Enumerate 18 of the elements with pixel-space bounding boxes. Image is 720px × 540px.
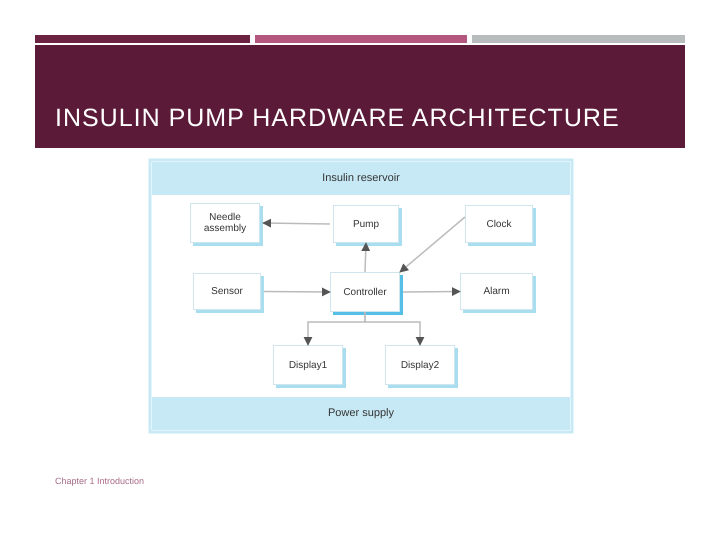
arrow <box>264 287 331 296</box>
band-box: Insulin reservoir <box>152 162 570 195</box>
arrow <box>399 216 466 273</box>
footer-text: Chapter 1 Introduction <box>55 476 144 486</box>
component-box: Display2 <box>385 345 455 385</box>
arrow <box>403 287 461 296</box>
component-box: Pump <box>333 205 399 243</box>
component-box: Needle assembly <box>190 203 260 243</box>
arrow <box>364 312 424 346</box>
arrow <box>262 218 330 228</box>
component-box: Alarm <box>460 273 533 310</box>
component-box: Controller <box>330 272 400 312</box>
component-box: Clock <box>465 205 533 243</box>
slide-title: INSULIN PUMP HARDWARE ARCHITECTURE <box>55 104 621 133</box>
band-box: Power supply <box>152 397 570 430</box>
arrow <box>361 242 370 272</box>
component-box: Display1 <box>273 345 343 385</box>
component-box: Sensor <box>193 273 261 310</box>
